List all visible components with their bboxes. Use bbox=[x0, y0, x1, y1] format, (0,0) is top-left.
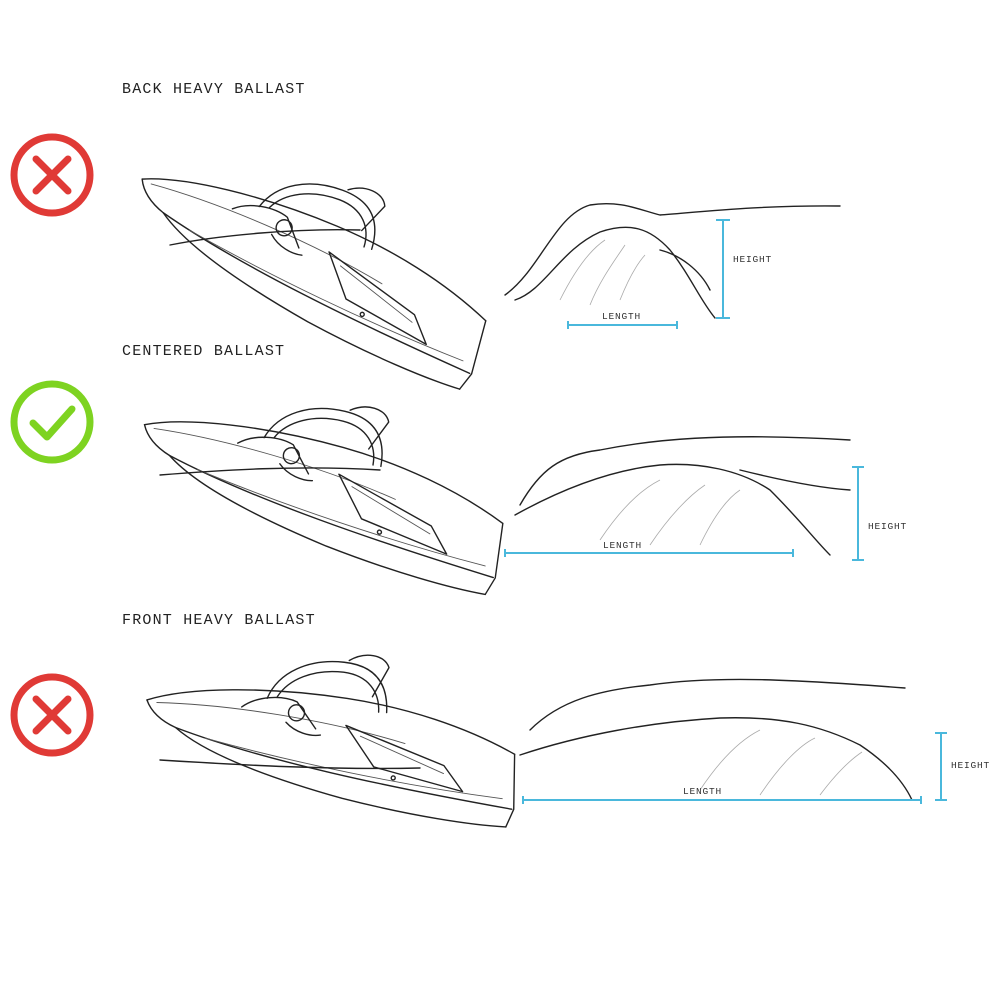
boat-sketch bbox=[125, 368, 522, 597]
wake-wave bbox=[159, 678, 913, 801]
check-circle-icon bbox=[10, 380, 94, 464]
panel-title: BACK HEAVY BALLAST bbox=[122, 81, 306, 98]
height-label: HEIGHT bbox=[868, 521, 907, 532]
length-label: LENGTH bbox=[602, 311, 641, 322]
panel-centered: CENTERED BALLAST HEIGHT LENGTH bbox=[10, 343, 907, 597]
wake-wave bbox=[159, 436, 851, 556]
boat-sketch bbox=[140, 643, 523, 828]
height-label: HEIGHT bbox=[733, 254, 772, 265]
panel-back-heavy: BACK HEAVY BALLAST HEIGHT LENGTH bbox=[10, 81, 841, 392]
height-label: HEIGHT bbox=[951, 760, 990, 771]
panel-front-heavy: FRONT HEAVY BALLAST HEIGHT LENGTH bbox=[10, 612, 990, 828]
wake-wave bbox=[169, 202, 841, 319]
length-label: LENGTH bbox=[603, 540, 642, 551]
panel-title: FRONT HEAVY BALLAST bbox=[122, 612, 316, 629]
x-circle-icon bbox=[10, 133, 94, 217]
length-label: LENGTH bbox=[683, 786, 722, 797]
x-circle-icon bbox=[10, 673, 94, 757]
panel-title: CENTERED BALLAST bbox=[122, 343, 285, 360]
